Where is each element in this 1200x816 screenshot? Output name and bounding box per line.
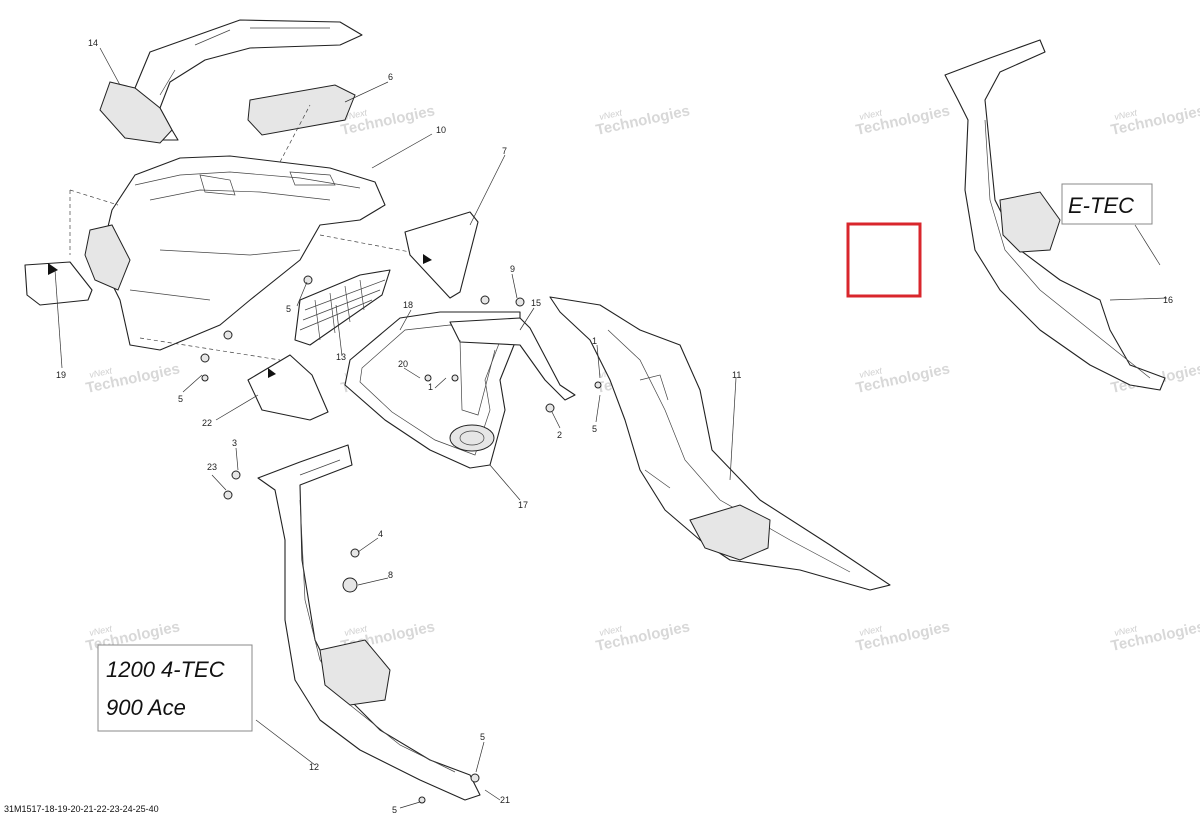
part-6-panel <box>247 84 356 136</box>
watermark: vNext Technologies <box>594 618 691 655</box>
svg-text:vNext: vNext <box>858 107 883 122</box>
document-reference: 31M1517-18-19-20-21-22-23-24-25-40 <box>4 804 159 814</box>
watermark: vNext Technologies <box>854 360 951 397</box>
watermark: vNext Technologies <box>594 102 691 139</box>
callout-23: 23 <box>207 462 217 472</box>
watermark: vNext Technologies <box>854 102 951 139</box>
svg-text:vNext: vNext <box>858 365 883 380</box>
watermark: vNext Technologies <box>1109 102 1200 139</box>
callout-18: 18 <box>403 300 413 310</box>
variant-label-box-a: 1200 4-TEC 900 Ace <box>97 644 253 732</box>
callout-5: 5 <box>392 805 397 815</box>
variant-label: E-TEC <box>1068 193 1134 218</box>
watermark: vNext Technologies <box>1109 618 1200 655</box>
callout-5: 5 <box>286 304 291 314</box>
fastener <box>424 374 432 382</box>
svg-text:Technologies: Technologies <box>1109 618 1200 655</box>
callout-7: 7 <box>502 146 507 156</box>
fastener <box>350 548 360 558</box>
svg-text:Technologies: Technologies <box>594 102 691 139</box>
part-22-panel <box>247 354 329 421</box>
svg-text:vNext: vNext <box>598 107 623 122</box>
svg-text:vNext: vNext <box>343 623 368 638</box>
callout-9: 9 <box>510 264 515 274</box>
fastener <box>594 381 602 389</box>
highlight-box <box>846 222 922 298</box>
callout-14: 14 <box>88 38 98 48</box>
fastener <box>451 374 459 382</box>
watermark: vNext Technologies <box>854 618 951 655</box>
callout-22: 22 <box>202 418 212 428</box>
fastener <box>201 374 209 382</box>
callouts: 14 6 10 7 19 13 5 5 22 18 9 15 20 1 1 5 … <box>56 38 1173 815</box>
callout-8: 8 <box>388 570 393 580</box>
callout-1: 1 <box>428 382 433 392</box>
svg-text:Technologies: Technologies <box>854 360 951 397</box>
callout-12: 12 <box>309 762 319 772</box>
svg-text:Technologies: Technologies <box>84 360 181 397</box>
fastener <box>223 490 233 500</box>
svg-text:Technologies: Technologies <box>854 102 951 139</box>
svg-text:vNext: vNext <box>858 623 883 638</box>
part-7-panel <box>404 211 479 299</box>
callout-20: 20 <box>398 359 408 369</box>
fastener <box>480 295 490 305</box>
watermark: vNext Technologies <box>84 360 181 397</box>
callout-3: 3 <box>232 438 237 448</box>
part-19-panel <box>24 261 93 306</box>
fastener <box>342 577 358 593</box>
fastener <box>223 330 233 340</box>
fastener <box>231 470 241 480</box>
callout-2: 2 <box>557 430 562 440</box>
fastener <box>303 275 313 285</box>
callout-10: 10 <box>436 125 446 135</box>
part-16-side-panel <box>944 39 1166 391</box>
part-18-frame <box>344 311 576 469</box>
part-11-side-panel <box>549 296 891 591</box>
svg-text:Technologies: Technologies <box>854 618 951 655</box>
callout-16: 16 <box>1163 295 1173 305</box>
callout-19: 19 <box>56 370 66 380</box>
fastener <box>545 403 555 413</box>
callout-5: 5 <box>178 394 183 404</box>
assembly-lines <box>69 104 411 361</box>
svg-text:vNext: vNext <box>343 107 368 122</box>
callout-21: 21 <box>500 795 510 805</box>
part-14-visor <box>99 19 363 144</box>
callout-4: 4 <box>378 529 383 539</box>
svg-text:vNext: vNext <box>598 623 623 638</box>
leader-lines <box>54 47 1168 809</box>
part-10-console <box>84 155 386 351</box>
fasteners <box>200 275 602 804</box>
svg-text:vNext: vNext <box>88 365 113 380</box>
part-12-side-panel <box>257 444 481 801</box>
fastener <box>418 796 426 804</box>
callout-6: 6 <box>388 72 393 82</box>
callout-5: 5 <box>480 732 485 742</box>
variant-label-box-b: E-TEC <box>1061 183 1153 225</box>
svg-text:vNext: vNext <box>88 623 113 638</box>
callout-1: 1 <box>592 336 597 346</box>
part-13-grille <box>294 269 391 346</box>
callout-11: 11 <box>732 370 741 380</box>
variant-label: 1200 4-TEC <box>106 657 225 682</box>
svg-text:Technologies: Technologies <box>594 618 691 655</box>
svg-text:vNext: vNext <box>1113 623 1138 638</box>
fastener <box>200 353 210 363</box>
callout-13: 13 <box>336 352 346 362</box>
svg-text:Technologies: Technologies <box>339 102 436 139</box>
fastener <box>470 773 480 783</box>
fastener <box>515 297 525 307</box>
variant-label: 900 Ace <box>106 695 186 720</box>
callout-15: 15 <box>531 298 541 308</box>
callout-5: 5 <box>592 424 597 434</box>
callout-17: 17 <box>518 500 528 510</box>
svg-text:vNext: vNext <box>1113 107 1138 122</box>
svg-text:Technologies: Technologies <box>1109 102 1200 139</box>
